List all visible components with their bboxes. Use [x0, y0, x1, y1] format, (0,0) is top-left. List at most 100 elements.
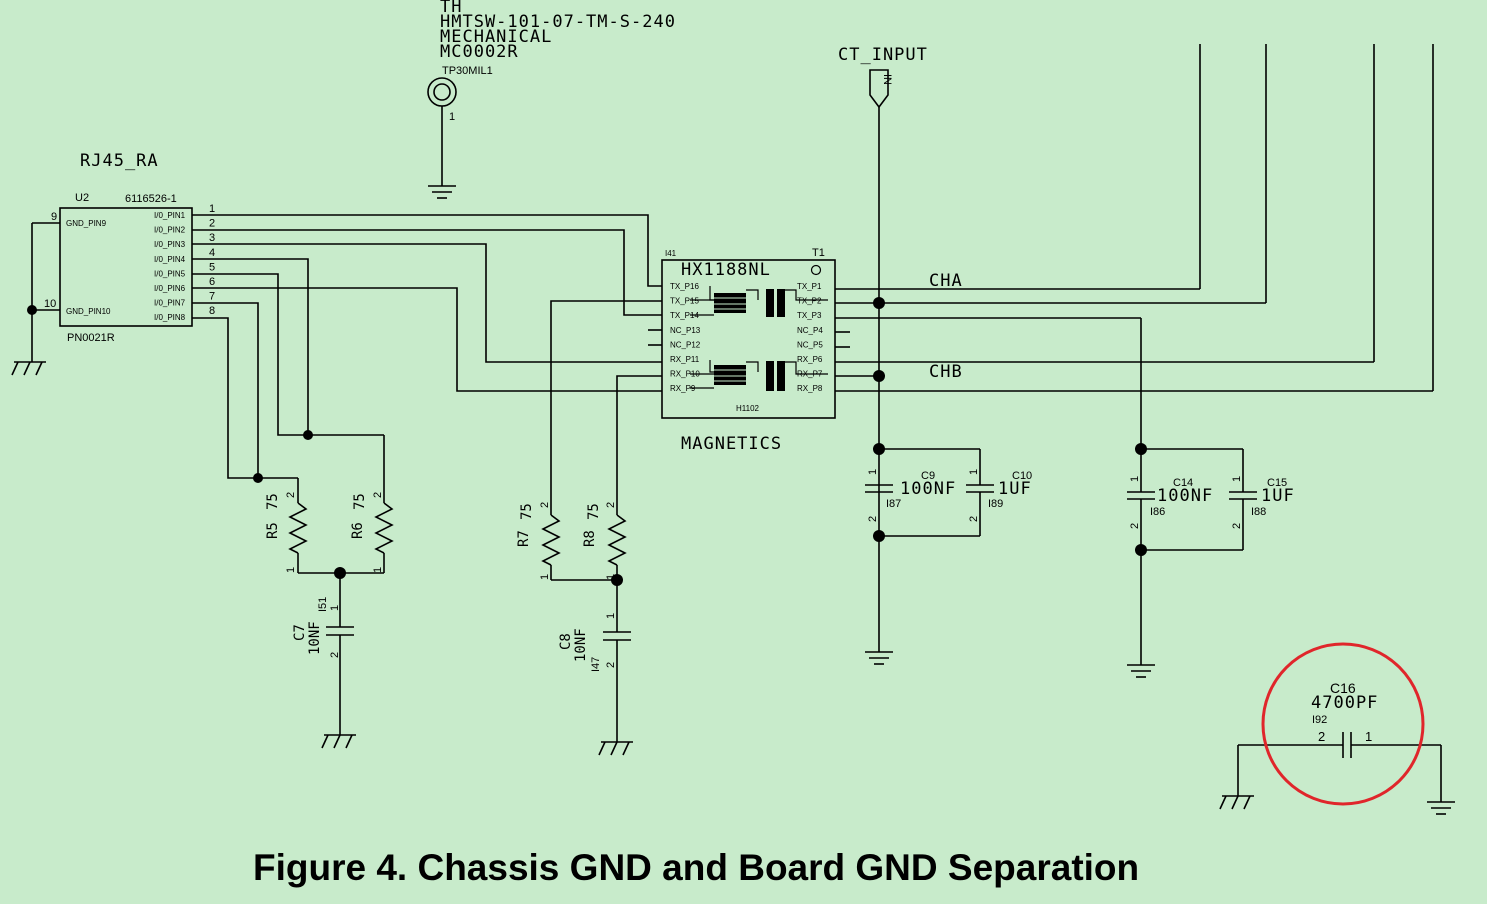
rj45-body [59, 207, 193, 327]
c9-pin1: 1 [867, 469, 879, 475]
transformer-bottom-id: H1102 [736, 404, 760, 413]
c10-id: I89 [988, 498, 1003, 510]
decoupling-c9-c10: C9 100NF I87 C10 1UF I89 1 2 1 2 [865, 443, 1032, 665]
transformer-t-ref: T1 [812, 247, 825, 259]
c8-pin1: 1 [605, 613, 617, 619]
rj45-pin-name: I/0_PIN1 [154, 211, 186, 220]
tp-name: TP30MIL1 [442, 65, 493, 77]
transformer-right-pin: NC_P4 [797, 326, 823, 335]
chassis-ground-symbol-rj45 [11, 361, 46, 376]
rj45-pin-number: 8 [209, 305, 215, 317]
transformer-left-pin: TX_P14 [670, 311, 699, 320]
r6-pin1: 1 [372, 567, 384, 573]
r6-value: 75 [352, 493, 368, 510]
c7-value: 10NF [307, 621, 323, 655]
signal-wires [192, 214, 662, 483]
rj45-pin-number: 5 [209, 261, 215, 273]
chassis-ground-symbol-c16 [1219, 795, 1254, 810]
c16-ref: C16 [1330, 680, 1356, 696]
c8-value: 10NF [573, 628, 589, 662]
c15-ref: C15 [1267, 477, 1287, 489]
c14-id: I86 [1150, 506, 1165, 518]
c15-pin1: 1 [1231, 476, 1243, 482]
transformer-left-pin: NC_P12 [670, 340, 701, 349]
rj45-ref: U2 [75, 192, 89, 204]
transformer-left-pin: RX_P11 [670, 355, 700, 364]
transformer-part: HX1188NL [681, 260, 771, 280]
chassis-ground-symbol-c8 [598, 741, 633, 756]
c16-ground-separation: C16 4700PF I92 2 1 [1219, 642, 1455, 815]
c7-pin2: 2 [329, 652, 341, 658]
c7-ref: C7 [292, 624, 308, 641]
board-ground-symbol-c16 [1427, 801, 1455, 815]
c8-ref: C8 [558, 633, 574, 650]
resistor-r7 [541, 514, 561, 566]
r7-pin2: 2 [539, 502, 551, 508]
transformer-body [661, 259, 836, 419]
r8-pin2: 2 [605, 502, 617, 508]
r7-value: 75 [519, 503, 535, 520]
transformer-right-pin: TX_P2 [797, 297, 822, 306]
transformer-right-pin: RX_P8 [797, 384, 823, 393]
rj45-footprint: PN0021R [67, 332, 115, 344]
tp-ring-outer [427, 77, 457, 107]
figure-caption: Figure 4. Chassis GND and Board GND Sepa… [253, 847, 1139, 888]
rj45-connector: RJ45_RA U2 6116526-1 PN0021R GND_PIN9 9 … [11, 151, 215, 376]
r5-value: 75 [265, 493, 281, 510]
c16-id: I92 [1312, 714, 1327, 726]
transformer-left-pin: TX_P16 [670, 282, 699, 291]
c10-value: 1UF [998, 479, 1032, 499]
resistor-r5 [288, 502, 308, 554]
rj45-pin-number: 4 [209, 247, 215, 259]
r7-pin1: 1 [539, 574, 551, 580]
transformer-left-pin: NC_P13 [670, 326, 701, 335]
chassis-ground-symbol-c7 [321, 734, 356, 749]
ct-input-port: CT_INPUT IN [838, 45, 927, 652]
c8-pin2: 2 [605, 662, 617, 668]
rj45-pin-number: 1 [209, 203, 215, 215]
rj45-pin-name: I/0_PIN7 [154, 299, 186, 308]
transformer-left-pin: RX_P9 [670, 384, 696, 393]
transformer-right-pin: TX_P1 [797, 282, 822, 291]
c9-pin2: 2 [867, 516, 879, 522]
rx-coils [690, 360, 828, 391]
tx-coils [690, 286, 828, 317]
transformer-right-pin: NC_P5 [797, 340, 823, 349]
board-ground-symbol-c9 [865, 651, 893, 665]
r5-pin1: 1 [285, 567, 297, 573]
resistor-r8 [607, 514, 627, 566]
net-cha: CHA [929, 271, 963, 291]
transformer-hx1188nl: I41 T1 HX1188NL H1102 MAGNETICS TX_P16TX… [661, 247, 836, 454]
rj45-pin9-num: 9 [51, 211, 57, 223]
r6-pin2: 2 [372, 492, 384, 498]
c16-pin2: 2 [1318, 729, 1325, 744]
c14-value: 100NF [1157, 486, 1213, 506]
board-ground-symbol-c14 [1127, 664, 1155, 678]
rj45-pin-name: I/0_PIN5 [154, 269, 186, 278]
rj45-pin-name: I/0_PIN8 [154, 313, 186, 322]
c9-value: 100NF [900, 479, 956, 499]
termination-r7-r8: R7 75 2 1 R8 75 2 1 C8 10NF I47 1 2 [516, 300, 662, 756]
tp-ring-inner [433, 83, 451, 101]
c16-value: 4700PF [1311, 693, 1378, 713]
transformer-left-pin: RX_P10 [670, 370, 700, 379]
c16-pin1: 1 [1365, 729, 1372, 744]
rj45-part: 6116526-1 [125, 193, 177, 205]
c10-pin1: 1 [968, 469, 980, 475]
rj45-pin-name: I/0_PIN3 [154, 240, 186, 249]
rj45-title: RJ45_RA [80, 151, 159, 171]
c10-ref: C10 [1012, 470, 1032, 482]
c15-pin2: 2 [1231, 523, 1243, 529]
r8-ref: R8 [582, 530, 598, 547]
rj45-pin-number: 6 [209, 276, 215, 288]
rj45-pin-name: I/0_PIN2 [154, 226, 186, 235]
rj45-pin-number: 2 [209, 218, 215, 230]
termination-r5-r6: R5 75 2 1 R6 75 2 1 C7 10NF I51 1 2 [258, 434, 394, 749]
rj45-pin-number: 7 [209, 291, 215, 303]
c14-pin2: 2 [1129, 523, 1141, 529]
net-chb: CHB [929, 362, 963, 382]
transformer-ref: I41 [665, 249, 677, 258]
c15-id: I88 [1251, 506, 1266, 518]
right-nets: CHA CHB [648, 44, 1434, 449]
c9-ref: C9 [921, 470, 935, 482]
